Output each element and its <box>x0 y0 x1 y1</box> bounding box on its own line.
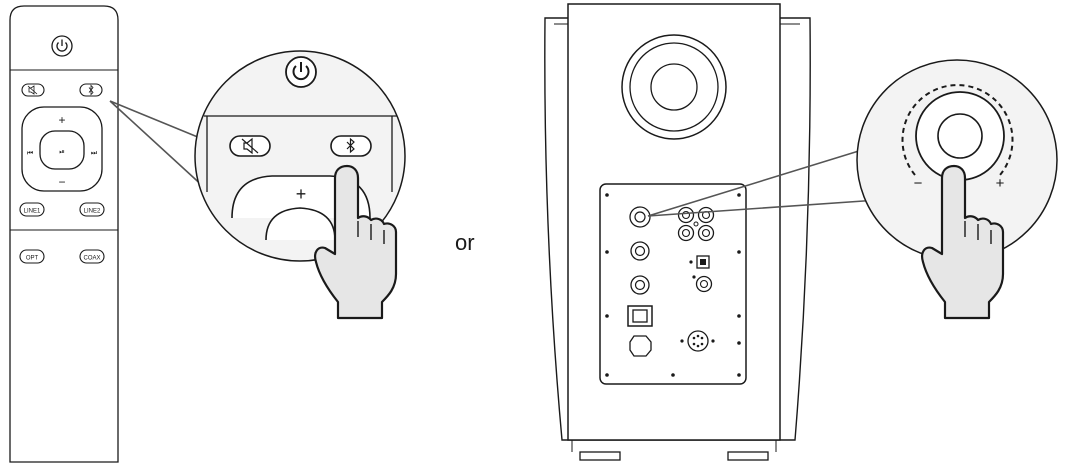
power-icon <box>56 39 68 52</box>
zoom-volume-knob[interactable] <box>901 84 1014 181</box>
remote-line1-button[interactable]: LINE1 <box>19 202 45 217</box>
opt-label: OPT <box>26 256 39 262</box>
previous-track-icon[interactable]: ⏮ <box>27 150 33 157</box>
volume-up-label[interactable]: + <box>58 113 65 127</box>
zoom-volume-up-label[interactable]: + <box>296 184 307 204</box>
remote-opt-button[interactable]: OPT <box>19 249 45 264</box>
next-track-icon[interactable]: ⏭ <box>91 150 98 157</box>
bluetooth-icon <box>346 137 355 154</box>
line1-label: LINE1 <box>24 209 41 215</box>
line2-label: LINE2 <box>84 209 101 215</box>
knob-plus-label: + <box>996 175 1005 192</box>
remote-bluetooth-button[interactable] <box>79 83 103 97</box>
rca-inputs[interactable] <box>677 206 715 242</box>
zoom-power-button[interactable] <box>285 56 317 88</box>
remote-line2-button[interactable]: LINE2 <box>79 202 105 217</box>
treble-knob[interactable] <box>630 275 650 295</box>
coax-label: COAX <box>83 256 100 262</box>
coaxial-input[interactable] <box>692 275 713 293</box>
optical-input[interactable] <box>689 255 710 269</box>
speaker-rear-view <box>544 3 811 461</box>
remote-dpad[interactable]: + − ⏮ ⏭ ⏯ <box>21 106 103 192</box>
bluetooth-icon <box>88 84 94 96</box>
play-pause-icon[interactable]: ⏯ <box>59 149 65 156</box>
knob-minus-label: − <box>914 175 923 192</box>
bass-knob[interactable] <box>630 241 650 261</box>
knob-zoom-callout: − + <box>647 59 1058 261</box>
din-connector[interactable] <box>680 330 715 352</box>
mute-icon <box>241 137 259 155</box>
remote-control: + − ⏮ ⏭ ⏯ LINE1 LINE2 OPT COAX <box>9 5 119 463</box>
or-connector: or <box>455 230 475 255</box>
power-inlet[interactable] <box>629 335 652 357</box>
zoom-bluetooth-button[interactable] <box>330 135 372 157</box>
power-icon <box>292 62 310 81</box>
power-switch[interactable] <box>627 305 653 327</box>
mute-icon <box>27 85 38 95</box>
volume-down-label[interactable]: − <box>58 175 65 189</box>
remote-power-button[interactable] <box>51 35 73 57</box>
bass-port <box>621 34 727 140</box>
remote-coax-button[interactable]: COAX <box>79 249 105 264</box>
zoom-mute-button[interactable] <box>229 135 271 157</box>
remote-mute-button[interactable] <box>21 83 45 97</box>
rear-connector-panel <box>599 183 747 385</box>
volume-knob[interactable] <box>629 206 651 228</box>
